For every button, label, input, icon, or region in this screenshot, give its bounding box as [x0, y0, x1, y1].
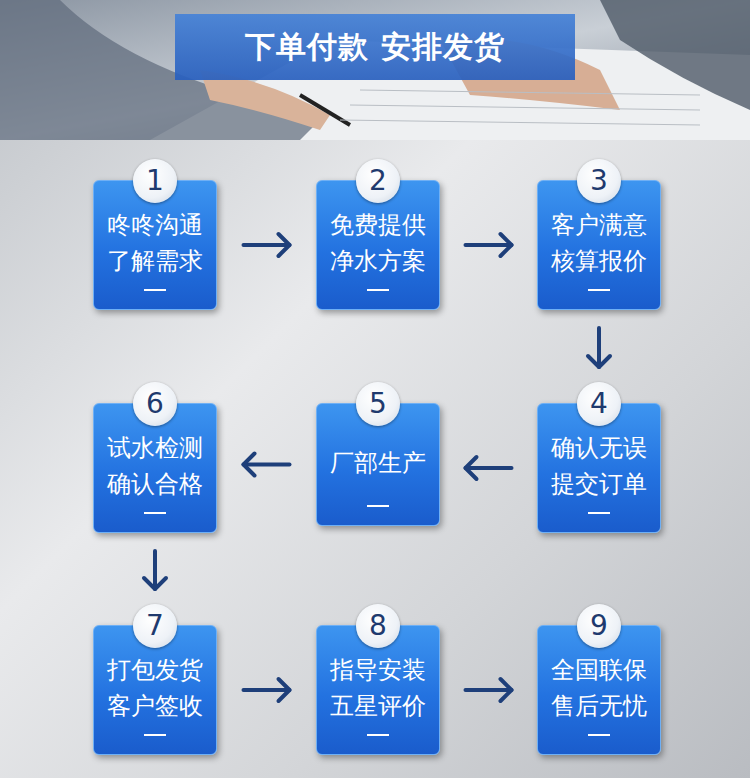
- step-number: 7: [133, 604, 177, 648]
- step-label: 客户满意 核算报价: [549, 207, 650, 279]
- flow-arrow: [244, 454, 290, 476]
- flow-arrow: [244, 234, 290, 256]
- step-box: 6试水检测 确认合格: [93, 403, 217, 533]
- step-number: 4: [577, 382, 621, 426]
- step-box: 1咚咚沟通 了解需求: [93, 180, 217, 310]
- arrow-shaft: [153, 551, 157, 589]
- step-label: 试水检测 确认合格: [105, 430, 206, 502]
- step-number: 6: [133, 382, 177, 426]
- dash-mark: [144, 289, 166, 291]
- flow-arrow: [466, 679, 512, 701]
- title: 下单付款 安排发货: [245, 27, 504, 68]
- step-label: 免费提供 净水方案: [328, 207, 429, 279]
- arrow-head: [244, 454, 255, 476]
- arrow-shaft: [244, 243, 290, 247]
- step-number: 2: [356, 159, 400, 203]
- arrow-shaft: [597, 328, 601, 367]
- step-label: 厂部生产: [328, 445, 429, 481]
- dash-mark: [144, 512, 166, 514]
- step-box: 9全国联保 售后无忧: [537, 625, 661, 755]
- step-label: 确认无误 提交订单: [549, 430, 650, 502]
- title-banner: 下单付款 安排发货: [175, 14, 575, 80]
- flow-arrow: [244, 679, 290, 701]
- step-number: 3: [577, 159, 621, 203]
- step-label: 指导安装 五星评价: [328, 652, 429, 724]
- arrow-head: [279, 234, 290, 256]
- step-label: 全国联保 售后无忧: [549, 652, 650, 724]
- step-box: 2免费提供 净水方案: [316, 180, 440, 310]
- dash-mark: [588, 512, 610, 514]
- arrow-shaft: [466, 466, 512, 470]
- dash-mark: [367, 505, 389, 507]
- step-number: 5: [356, 382, 400, 426]
- step-number: 8: [356, 604, 400, 648]
- arrow-head: [501, 679, 512, 701]
- step-box: 3客户满意 核算报价: [537, 180, 661, 310]
- arrow-shaft: [466, 688, 512, 692]
- arrow-head: [466, 457, 477, 479]
- step-box: 7打包发货 客户签收: [93, 625, 217, 755]
- arrow-head: [144, 578, 166, 589]
- arrow-head: [501, 234, 512, 256]
- arrow-head: [588, 356, 610, 367]
- flow-arrow: [466, 234, 512, 256]
- arrow-shaft: [466, 243, 512, 247]
- step-label: 打包发货 客户签收: [105, 652, 206, 724]
- arrow-head: [279, 679, 290, 701]
- arrow-shaft: [244, 688, 290, 692]
- dash-mark: [367, 734, 389, 736]
- flow-arrow: [144, 551, 166, 589]
- step-box: 4确认无误 提交订单: [537, 403, 661, 533]
- arrow-shaft: [244, 463, 290, 467]
- dash-mark: [367, 289, 389, 291]
- dash-mark: [144, 734, 166, 736]
- step-number: 1: [133, 159, 177, 203]
- flow-arrow: [588, 328, 610, 367]
- flow-arrow: [466, 457, 512, 479]
- step-box: 8指导安装 五星评价: [316, 625, 440, 755]
- step-label: 咚咚沟通 了解需求: [105, 207, 206, 279]
- dash-mark: [588, 734, 610, 736]
- step-number: 9: [577, 604, 621, 648]
- dash-mark: [588, 289, 610, 291]
- step-box: 5厂部生产: [316, 403, 440, 526]
